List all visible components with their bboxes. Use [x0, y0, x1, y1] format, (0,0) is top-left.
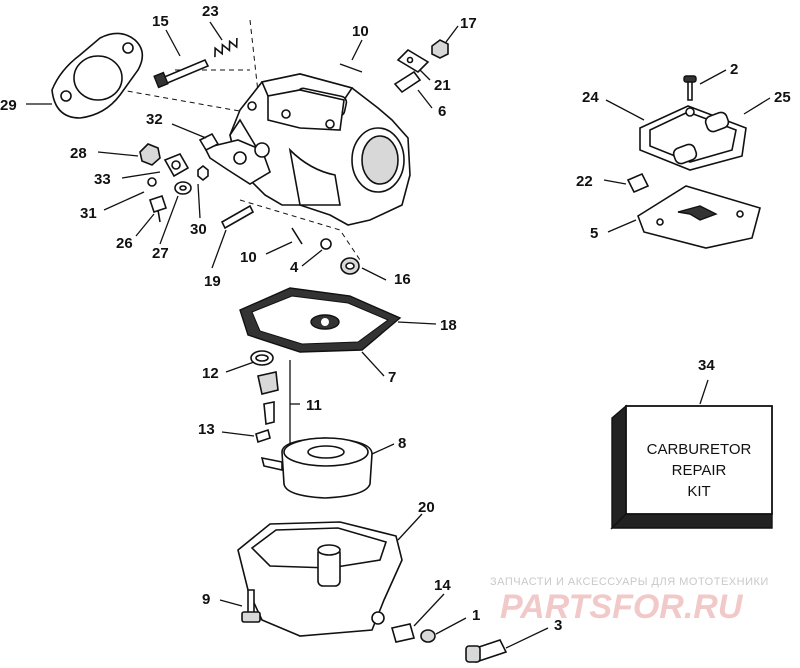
callout-15: 15 — [152, 13, 169, 30]
callout-12: 12 — [202, 365, 219, 382]
callout-32: 32 — [146, 111, 163, 128]
kit-line-1: CARBURETOR — [647, 441, 752, 458]
part-4-ball — [320, 238, 332, 250]
part-2-screw — [683, 75, 697, 101]
part-1-washer — [420, 629, 436, 643]
kit-line-2: REPAIR — [672, 462, 727, 479]
part-26-screw — [148, 194, 168, 223]
callout-18: 18 — [440, 317, 457, 334]
callout-19: 19 — [204, 273, 221, 290]
callout-13: 13 — [198, 421, 215, 438]
callout-17: 17 — [460, 15, 477, 32]
callout-14: 14 — [434, 577, 451, 594]
part-10-pin — [339, 63, 363, 73]
callout-22: 22 — [576, 173, 593, 190]
part-18-gasket — [239, 287, 402, 353]
part-29-flange-gasket — [51, 32, 144, 119]
part-3-drain-screw — [465, 639, 508, 663]
callout-labels: 15 23 10 17 2 29 21 24 25 6 32 28 33 22 … — [0, 3, 791, 634]
part-31-ball — [147, 177, 157, 187]
part-32-throttle-lever — [198, 132, 271, 185]
part-20-float-bowl — [237, 521, 403, 637]
part-30-lockwasher — [197, 164, 209, 182]
part-15-screw — [153, 58, 210, 89]
callout-9: 9 — [202, 591, 210, 608]
callout-25: 25 — [774, 89, 791, 106]
part-14-fitting — [390, 623, 416, 643]
part-12-oring — [250, 350, 274, 366]
callout-16: 16 — [394, 271, 411, 288]
callout-33: 33 — [94, 171, 111, 188]
part-17-nut — [431, 39, 449, 59]
part-28-nut — [139, 143, 161, 166]
callout-28: 28 — [70, 145, 87, 162]
part-19-screw — [220, 204, 255, 230]
part-21-bracket — [396, 48, 430, 74]
part-33-fitting — [163, 152, 190, 178]
callout-20: 20 — [418, 499, 435, 516]
alignment-line — [109, 87, 246, 113]
callout-6: 6 — [438, 103, 446, 120]
callout-23: 23 — [202, 3, 219, 20]
callout-34: 34 — [698, 357, 715, 374]
callout-4: 4 — [290, 259, 299, 276]
alignment-line — [239, 199, 361, 261]
callout-21: 21 — [434, 77, 451, 94]
part-5-gasket — [637, 185, 761, 249]
part-16-plug — [340, 257, 360, 275]
part-23-spring — [214, 38, 238, 58]
leader-lines — [26, 21, 771, 649]
callout-7: 7 — [388, 369, 396, 386]
callout-29: 29 — [0, 97, 17, 114]
callout-10: 10 — [352, 23, 369, 40]
part-8-float — [260, 437, 373, 499]
callout-30: 30 — [190, 221, 207, 238]
part-13-clip — [255, 428, 271, 444]
part-6-fitting — [393, 70, 422, 94]
part-34-repair-kit-box: CARBURETOR REPAIR KIT — [610, 404, 773, 530]
callout-3: 3 — [554, 617, 562, 634]
part-9-screw — [241, 589, 261, 623]
part-27-washer — [174, 181, 192, 195]
callout-26: 26 — [116, 235, 133, 252]
callout-10-lower: 10 — [240, 249, 257, 266]
watermark-tagline: ЗАПЧАСТИ И АКСЕССУАРЫ ДЛЯ МОТОТЕХНИКИ — [490, 576, 769, 588]
callout-11: 11 — [306, 397, 322, 414]
kit-line-3: KIT — [687, 483, 710, 500]
callout-2: 2 — [730, 61, 738, 78]
callout-31: 31 — [80, 205, 97, 222]
callout-5: 5 — [590, 225, 598, 242]
callout-27: 27 — [152, 245, 169, 262]
watermark-brand: PARTSFOR.RU — [500, 588, 744, 626]
alignment-line — [249, 19, 259, 93]
callout-1: 1 — [472, 607, 480, 624]
part-22-fitting — [626, 172, 650, 194]
callout-24: 24 — [582, 89, 599, 106]
callout-8: 8 — [398, 435, 406, 452]
part-25-fitting — [672, 111, 730, 165]
part-10-lower-pin — [291, 227, 303, 245]
